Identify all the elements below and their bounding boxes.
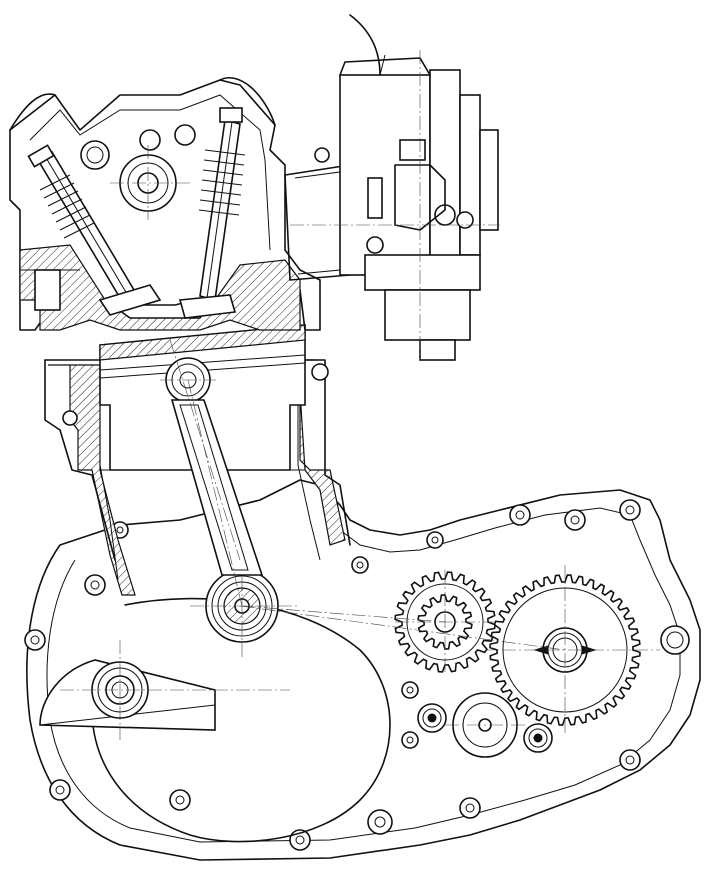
centerlines xyxy=(169,339,566,651)
crankcase xyxy=(24,479,701,861)
cylinder-head xyxy=(9,77,330,331)
cylinder xyxy=(44,359,351,596)
intake-valve-left xyxy=(27,144,162,316)
transmission-gears xyxy=(394,565,660,758)
gear-medium xyxy=(394,570,496,675)
exhaust-valve-right xyxy=(178,107,246,319)
idler-gear xyxy=(445,692,525,758)
gear-large xyxy=(480,565,660,735)
bearings xyxy=(417,703,553,753)
crankshaft-flywheel xyxy=(39,597,391,843)
carburetor xyxy=(284,14,500,361)
mounting-bosses xyxy=(24,499,690,851)
piston xyxy=(99,324,306,471)
